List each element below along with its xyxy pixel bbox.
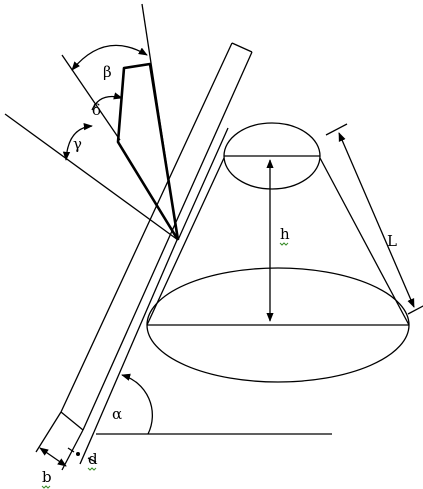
delta-label: δ [92,101,101,119]
delta-arc [91,92,123,111]
L-dimension-arrow [338,132,415,308]
b-extension-left [35,411,62,453]
b-spellcheck-squiggle [41,485,51,489]
L-extension-top [325,123,348,136]
d-extension [79,431,95,465]
gamma-label: γ [73,135,82,153]
b-dimension-arrow [39,447,67,467]
inclined-strip [60,42,253,433]
h-spellcheck-squiggle [279,242,289,246]
b-extension-right [61,429,84,471]
left-generator [146,157,225,326]
alpha-arc [121,373,153,435]
beta-arc [71,44,148,71]
thickness-line [93,239,178,433]
beta-label: β [103,63,112,81]
h-label: h [280,225,290,243]
cutting-tool-outline [116,62,180,241]
tool-to-cone-line [177,127,229,241]
L-extension-bottom [407,305,423,315]
d-tick-right [87,457,97,463]
b-label: b [42,468,52,486]
truncated-cone [146,122,410,383]
d-spellcheck-squiggle [87,467,97,471]
alpha-label: α [112,405,122,423]
gamma-reference-line [4,113,179,241]
gamma-arc [62,123,93,161]
d-label: d [88,450,98,468]
d-tick-left [67,447,75,453]
d-marker-dot [76,452,80,456]
L-label: L [387,232,397,250]
